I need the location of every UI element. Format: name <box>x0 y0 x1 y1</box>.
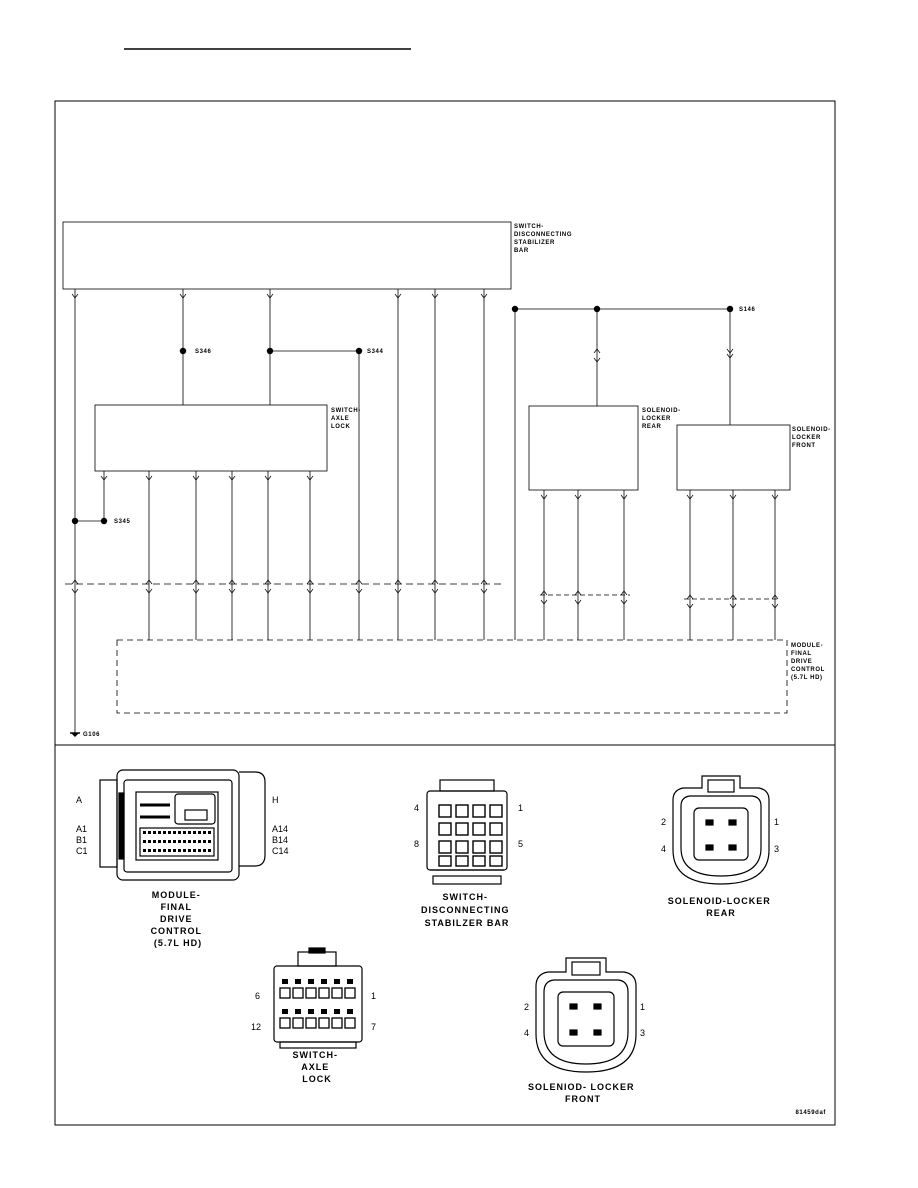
splice-s146-dot <box>511 305 519 313</box>
switch-axle-connector-view <box>273 947 363 1049</box>
solenoid-front-pin-2: 2 <box>524 1002 529 1012</box>
label-switch-disconnecting: SWITCH- DISCONNECTING STABILIZER BAR <box>514 224 574 254</box>
switch-disconnecting-box <box>62 221 512 290</box>
ground-g106-label: G106 <box>83 732 100 738</box>
figure-id: 81459daf <box>796 1110 827 1116</box>
switch-axle-lock-box <box>94 404 328 472</box>
module-pin-b14: B14 <box>272 835 288 845</box>
splice-s346-dot <box>179 347 187 355</box>
splice-s344-label: S344 <box>367 349 383 355</box>
solenoid-front-box <box>676 424 791 491</box>
module-pin-a14: A14 <box>272 824 288 834</box>
module-connector-view <box>99 769 266 881</box>
splice-s344-dot <box>355 347 363 355</box>
solenoid-front-connector-name: SOLENIOD- LOCKER FRONT <box>528 1082 638 1104</box>
splice-s146b-dot <box>593 305 601 313</box>
schematic <box>62 221 791 734</box>
switch-bar-pin-5: 5 <box>518 839 523 849</box>
splice-s346-label: S346 <box>195 349 211 355</box>
solenoid-rear-box <box>528 405 639 491</box>
switch-bar-pin-8: 8 <box>414 839 419 849</box>
switch-axle-pin-1: 1 <box>371 991 376 1001</box>
solenoid-rear-pin-4: 4 <box>661 844 666 854</box>
module-pin-a1: A1 <box>76 824 87 834</box>
module-pin-c14: C14 <box>272 846 289 856</box>
splice-dots <box>71 305 734 737</box>
module-box <box>116 639 788 714</box>
switch-axle-pin-6: 6 <box>255 991 260 1001</box>
module-pin-h: H <box>272 795 279 805</box>
splice-s146-label: S146 <box>739 307 755 313</box>
solenoid-rear-connector-name: SOLENOID-LOCKER REAR <box>668 896 775 918</box>
connector-chevrons <box>71 293 779 609</box>
solenoid-front-pin-3: 3 <box>640 1028 645 1038</box>
ground-g106-symbol <box>71 733 79 737</box>
label-module: MODULE- FINAL DRIVE CONTROL (5.7L HD) <box>791 643 827 681</box>
splice-s346b-dot <box>266 347 274 355</box>
solenoid-front-pin-1: 1 <box>640 1002 645 1012</box>
switch-axle-pin-12: 12 <box>251 1022 261 1032</box>
switch-bar-connector-name: SWITCH- DISCONNECTING STABILZER BAR <box>421 892 513 928</box>
switch-axle-pin-7: 7 <box>371 1022 376 1032</box>
module-pin-grid <box>143 831 211 852</box>
splice-s345-dot <box>71 517 79 525</box>
page-frame <box>54 100 836 1126</box>
solenoid-front-pin-4: 4 <box>524 1028 529 1038</box>
label-solenoid-rear: SOLENOID- LOCKER REAR <box>642 408 683 430</box>
label-solenoid-front: SOLENOID- LOCKER FRONT <box>792 427 833 449</box>
module-pin-c1: C1 <box>76 846 88 856</box>
splice-s146c-dot <box>726 305 734 313</box>
solenoid-rear-pin-3: 3 <box>774 844 779 854</box>
solenoid-front-connector-view <box>535 957 637 1073</box>
solenoid-rear-pin-2: 2 <box>661 817 666 827</box>
solenoid-rear-connector-view <box>672 775 770 885</box>
switch-bar-connector-view <box>426 779 508 885</box>
switch-bar-pin-1: 1 <box>518 803 523 813</box>
label-switch-axle-lock: SWITCH- AXLE LOCK <box>331 408 363 430</box>
module-pin-a: A <box>76 795 82 805</box>
splice-s345b-dot <box>100 517 108 525</box>
splice-s345-label: S345 <box>114 519 130 525</box>
module-connector-name: MODULE- FINAL DRIVE CONTROL (5.7L HD) <box>151 890 206 948</box>
solenoid-rear-pin-1: 1 <box>774 817 779 827</box>
switch-axle-connector-name: SWITCH- AXLE LOCK <box>292 1050 341 1084</box>
module-pin-b1: B1 <box>76 835 87 845</box>
switch-bar-pin-4: 4 <box>414 803 419 813</box>
